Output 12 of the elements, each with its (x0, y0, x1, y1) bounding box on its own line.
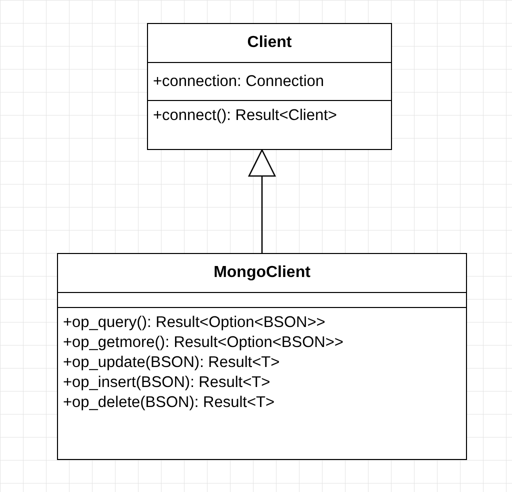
method-text: +connect(): Result<Client> (153, 106, 338, 126)
method-text: +op_insert(BSON): Result<T> (63, 373, 272, 393)
class-box (57, 253, 467, 460)
class-name: MongoClient (214, 263, 310, 283)
inheritance-arrow (248, 149, 276, 253)
method-text: +op_update(BSON): Result<T> (63, 353, 281, 373)
class-name: Client (247, 33, 292, 53)
method-text: +op_getmore(): Result<Option<BSON>> (63, 333, 344, 353)
attribute-text: +connection: Connection (153, 72, 326, 92)
method-text: +op_delete(BSON): Result<T> (63, 393, 276, 413)
class-box (147, 23, 392, 150)
method-text: +op_query(): Result<Option<BSON>> (63, 313, 326, 333)
